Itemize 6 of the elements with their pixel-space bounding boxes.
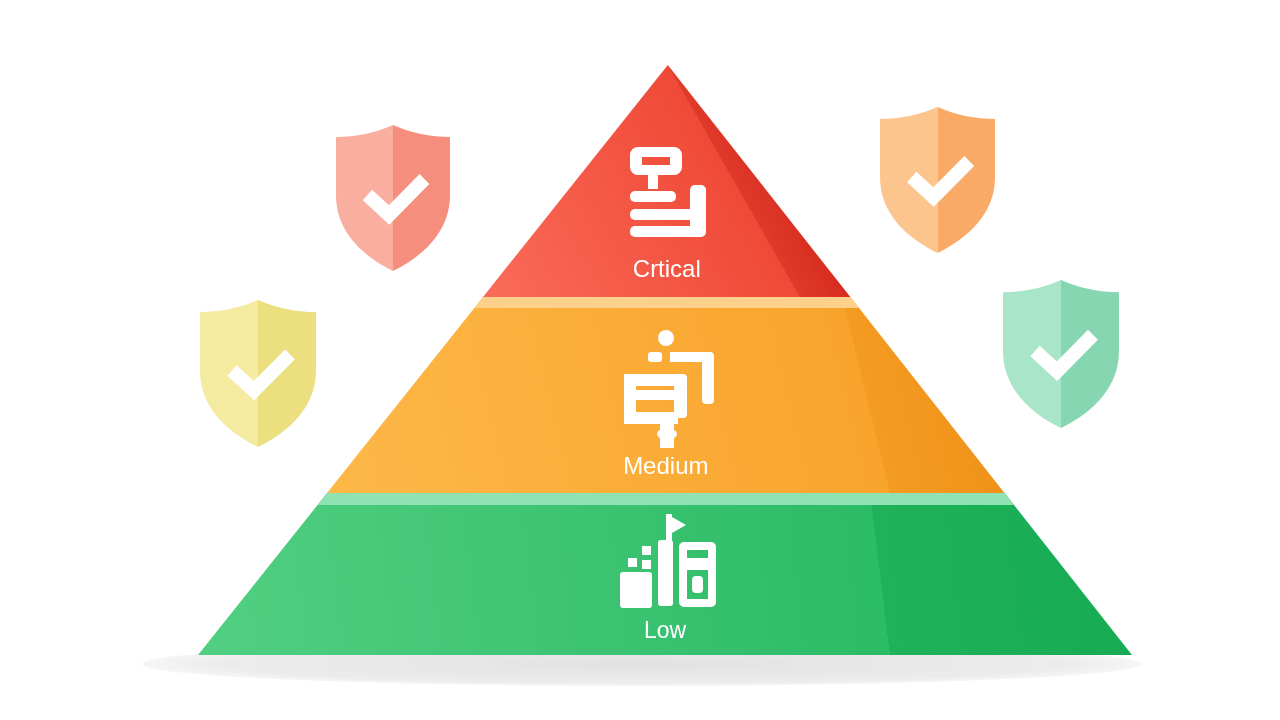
tier-label: Low: [643, 618, 687, 644]
pyramid-tier: [483, 65, 851, 297]
pyramid-tier: [198, 493, 1132, 655]
tier-label: Crtical: [632, 256, 701, 283]
pyramid-tier: [327, 297, 1005, 493]
tier-label: Medium: [623, 453, 709, 480]
